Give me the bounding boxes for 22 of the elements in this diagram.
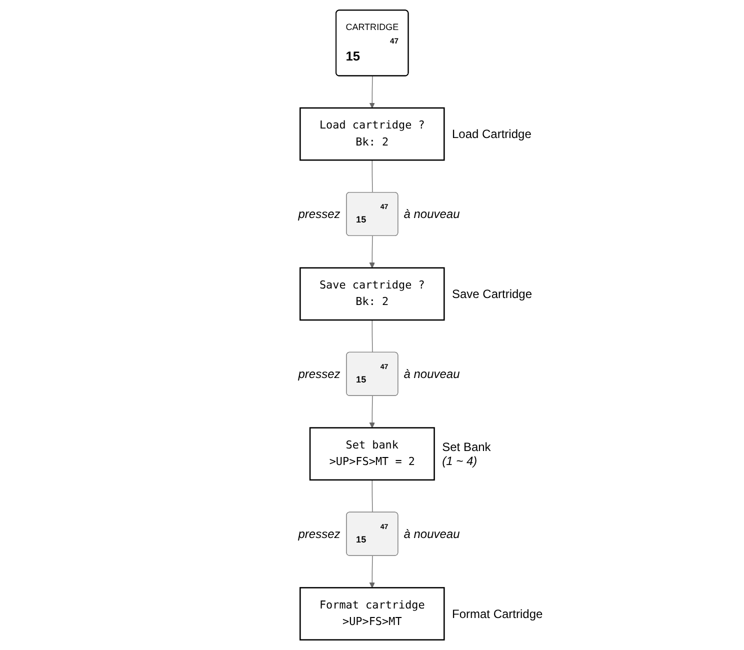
arrow bbox=[369, 236, 375, 268]
step-note: (1 ~ 4) bbox=[442, 454, 478, 468]
step-caption: Save Cartridge bbox=[452, 286, 532, 301]
arrow bbox=[369, 396, 375, 428]
arrow bbox=[369, 76, 375, 108]
step-caption: Load Cartridge bbox=[452, 127, 532, 142]
instruction-text: pressez bbox=[298, 526, 340, 541]
node-box bbox=[309, 427, 435, 481]
instruction-text: pressez bbox=[298, 366, 340, 381]
connector bbox=[372, 160, 373, 193]
instruction-text: pressez bbox=[298, 206, 340, 221]
instruction-text: à nouveau bbox=[404, 526, 460, 541]
node-box bbox=[299, 587, 445, 640]
step-caption: Format Cartridge bbox=[452, 606, 543, 621]
connector bbox=[372, 320, 373, 353]
connector bbox=[372, 480, 373, 513]
step-caption: Set Bank bbox=[442, 440, 491, 454]
instruction-text: à nouveau bbox=[404, 366, 460, 381]
arrow bbox=[369, 556, 375, 588]
node-box bbox=[299, 107, 445, 161]
node-box bbox=[299, 267, 445, 321]
instruction-text: à nouveau bbox=[404, 206, 460, 221]
